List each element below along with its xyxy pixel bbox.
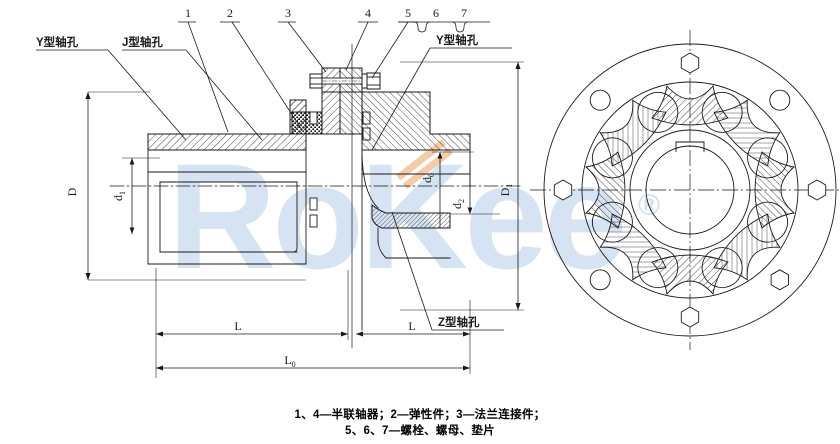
bolt-assembly-top: [309, 72, 381, 90]
callout-6: 6: [433, 6, 439, 20]
dim-label-D: D: [65, 187, 79, 196]
dimension-labels: D d1 d0 d2 D1 L L L0: [65, 173, 514, 369]
callout-5: 5: [405, 6, 411, 20]
bore-label-leaders: [36, 47, 512, 331]
callout-leaders: [178, 21, 490, 133]
elastic-element-left: [291, 111, 323, 135]
dim-label-L-right: L: [408, 319, 415, 333]
dim-label-d0: d0: [420, 173, 436, 183]
left-hub-outline: [147, 149, 307, 265]
elastic-element-group: [584, 84, 796, 296]
label-y-bore-left: Y型轴孔: [36, 35, 79, 49]
label-z-bore-bottom: Z型轴孔: [438, 315, 480, 329]
callout-4: 4: [365, 6, 371, 20]
half-coupling-left-upper: [147, 99, 307, 151]
dim-label-L-left: L: [234, 319, 241, 333]
callout-numbers: 1 2 3 4 5 6 7: [185, 6, 467, 20]
label-j-bore-left: J型轴孔: [122, 35, 163, 49]
section-view: [109, 43, 521, 349]
front-view: [530, 30, 840, 350]
right-hub-outline: [361, 91, 471, 331]
label-y-bore-right: Y型轴孔: [436, 33, 479, 47]
dim-label-L0: L0: [284, 353, 295, 369]
caption-line-2: 5、6、7—螺栓、螺母、垫片: [345, 425, 495, 437]
dim-label-d2: d2: [450, 199, 466, 209]
callout-7: 7: [461, 6, 467, 20]
caption-line-1: 1、4—半联轴器；2—弹性件；3—法兰连接件；: [294, 409, 546, 421]
half-coupling-right: [361, 91, 471, 151]
bore-labels: Y型轴孔 J型轴孔 Y型轴孔 Z型轴孔: [36, 33, 480, 329]
element-pockets: [591, 91, 789, 289]
callout-1: 1: [185, 6, 191, 20]
dim-label-d1: d1: [111, 191, 127, 201]
z-bore-section: [361, 149, 451, 259]
callout-2: 2: [227, 6, 233, 20]
dim-label-D1: D1: [498, 184, 514, 197]
dimension-lines: [85, 61, 524, 378]
bolt-hole-group: [553, 52, 827, 328]
callout-3: 3: [285, 6, 291, 20]
